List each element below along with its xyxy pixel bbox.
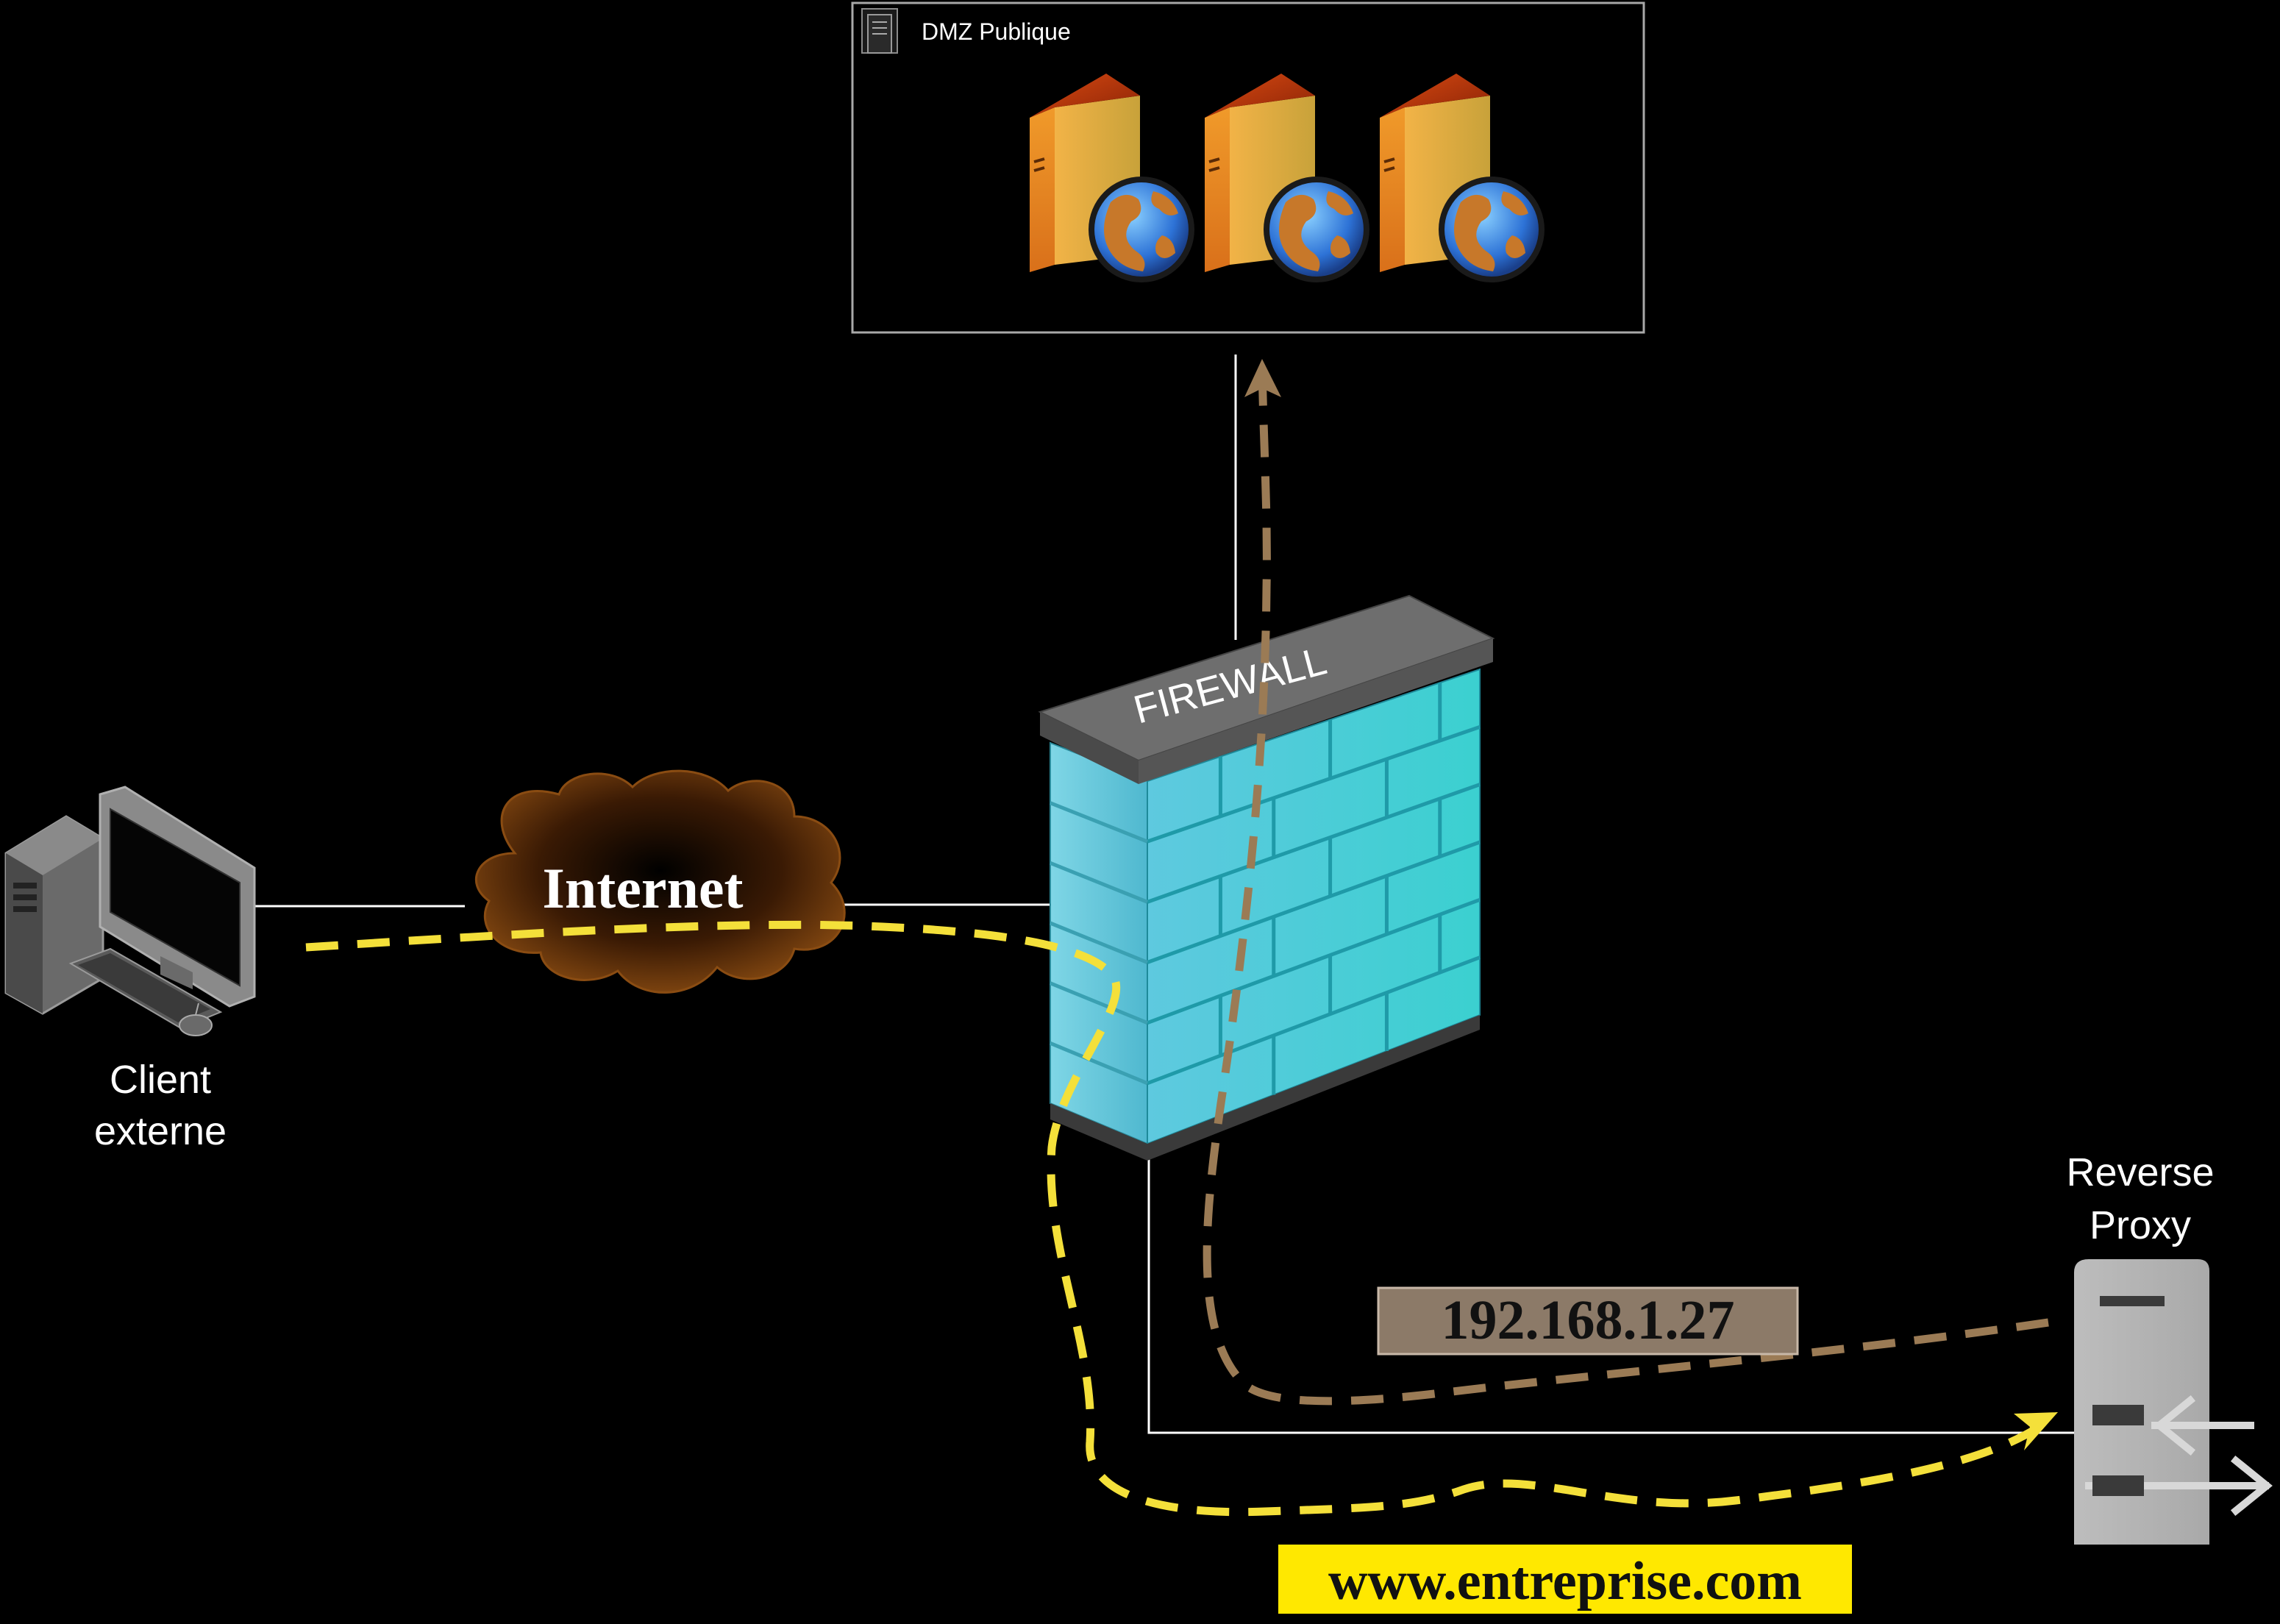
dmz-header-icon [861,8,898,54]
ip-badge: 192.168.1.27 [1377,1286,1799,1356]
reverse-proxy: Reverse Proxy [2066,1150,2273,1545]
web-server-icon [1030,74,1194,282]
network-links [255,355,2076,1434]
internet-cloud: Internet [474,769,846,994]
proxy-label-line2: Proxy [2090,1203,2191,1247]
url-badge: www.entreprise.com [1278,1545,1852,1614]
client-computer: Client externe [4,786,256,1153]
proxy-server-icon [2074,1259,2273,1545]
proxy-arrowhead [2014,1412,2058,1450]
client-label-line1: Client [110,1058,211,1102]
firewall: FIREWALL [1038,594,1495,1161]
mortar-line [1147,897,1481,1025]
mortar-line [1050,981,1148,1025]
site-url: www.entreprise.com [1328,1551,1802,1611]
mortar-line [1147,955,1481,1086]
mortar-line [1050,921,1148,964]
internal-flow-path [1203,367,2049,1406]
mortar-line [1147,840,1481,964]
mortar-line [1050,1041,1148,1086]
internet-label: Internet [543,856,744,920]
web-server-icon [1380,74,1545,282]
mortar-line [1050,861,1148,904]
ip-address: 192.168.1.27 [1442,1289,1735,1351]
dmz-zone: DMZ Publique [851,1,1645,334]
request-flow-path [305,920,2048,1517]
dmz-arrowhead [1244,359,1281,397]
client-label-line2: externe [94,1109,227,1153]
dmz-title: DMZ Publique [922,18,1071,45]
cloud-icon [474,769,846,994]
brick-wall-icon [1038,594,1495,1161]
mortar-line [1050,801,1148,844]
mortar-line [1147,724,1481,844]
web-server-icon [1205,74,1369,282]
proxy-label-line1: Reverse [2066,1150,2214,1194]
link-firewall-proxy [1147,1144,2076,1434]
mortar-line [1147,783,1481,904]
desktop-computer-icon [4,786,256,1036]
